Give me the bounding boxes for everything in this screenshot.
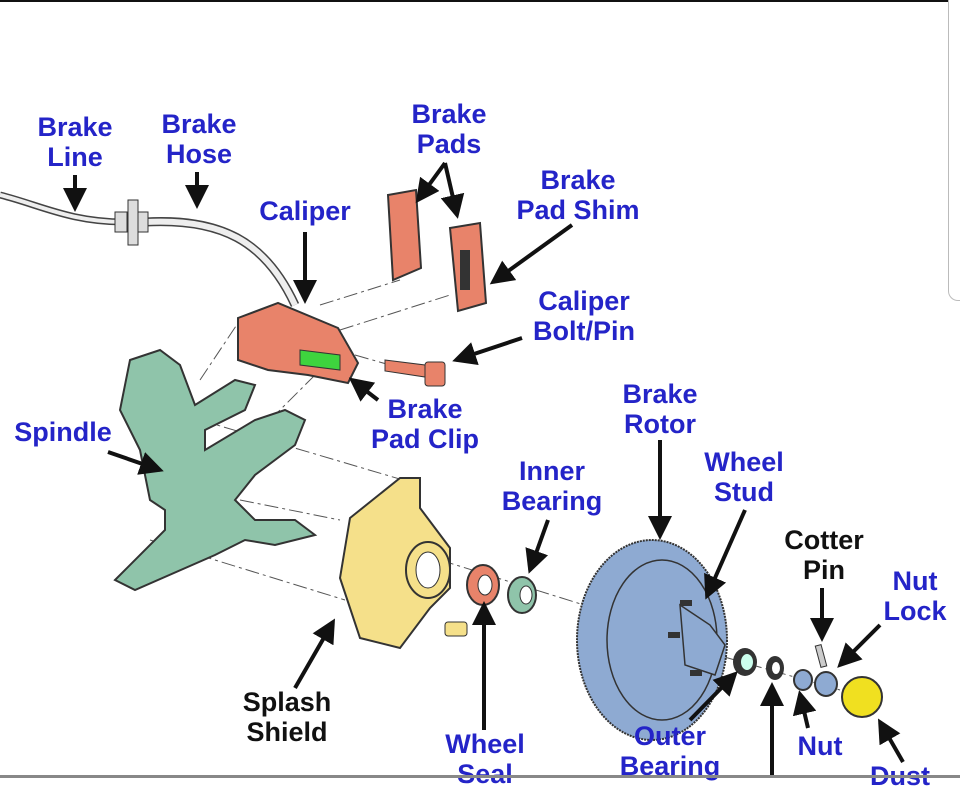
caliper: [237, 301, 360, 385]
label-line: Bearing: [501, 486, 603, 516]
label-line: Seal: [457, 759, 513, 789]
nut-lock: [814, 671, 838, 697]
label-line: Pads: [416, 129, 482, 159]
label-line: Brake: [387, 394, 463, 424]
top-bar: [0, 0, 960, 2]
caliper-bolt: [384, 359, 426, 378]
label-line: Inner: [518, 456, 585, 486]
label-line: Brake: [411, 99, 487, 129]
label-line: Pad Shim: [516, 195, 640, 225]
brake-pad-shim: [460, 250, 470, 290]
label-line: Cotter: [784, 525, 864, 555]
label-line: Pin: [802, 555, 845, 585]
label-line: Splash: [242, 687, 332, 717]
brake-pad-clip: [299, 349, 341, 371]
hose-fitting: [114, 199, 149, 246]
label-line: Line: [47, 142, 103, 172]
dust-cap: [841, 676, 883, 718]
label-caliper: Caliper: [259, 196, 351, 226]
label-line: Hose: [165, 139, 233, 169]
label-line: Wheel: [704, 447, 784, 477]
label-line: Brake: [37, 112, 113, 142]
side-edge: [948, 0, 960, 301]
label-line: Wheel: [445, 729, 525, 759]
label-nut: Nut: [798, 731, 843, 761]
label-line: Rotor: [624, 409, 696, 439]
nut: [793, 669, 813, 691]
label-line: Bolt/Pin: [533, 316, 635, 346]
label-line: Caliper: [538, 286, 630, 316]
label-line: Pad Clip: [370, 424, 480, 454]
brake-pad-outer: [386, 188, 423, 282]
splash-shield: [338, 477, 451, 650]
label-line: Lock: [883, 596, 947, 626]
bottom-bar: [0, 775, 960, 778]
label-line: Caliper: [259, 196, 351, 226]
label-line: Shield: [246, 717, 328, 747]
label-line: Outer: [633, 721, 706, 751]
label-line: Nut: [797, 731, 843, 761]
wheel-studs: [668, 600, 702, 676]
pointer-arrows: [63, 161, 905, 778]
cotter-pin: [814, 643, 828, 669]
label-line: Stud: [713, 477, 774, 507]
label-spindle: Spindle: [14, 417, 112, 447]
label-line: Brake: [622, 379, 698, 409]
label-line: Nut: [892, 566, 938, 596]
label-line: Brake: [540, 165, 616, 195]
label-line: Brake: [161, 109, 237, 139]
label-line: Spindle: [14, 417, 112, 447]
spindle: [113, 348, 318, 592]
